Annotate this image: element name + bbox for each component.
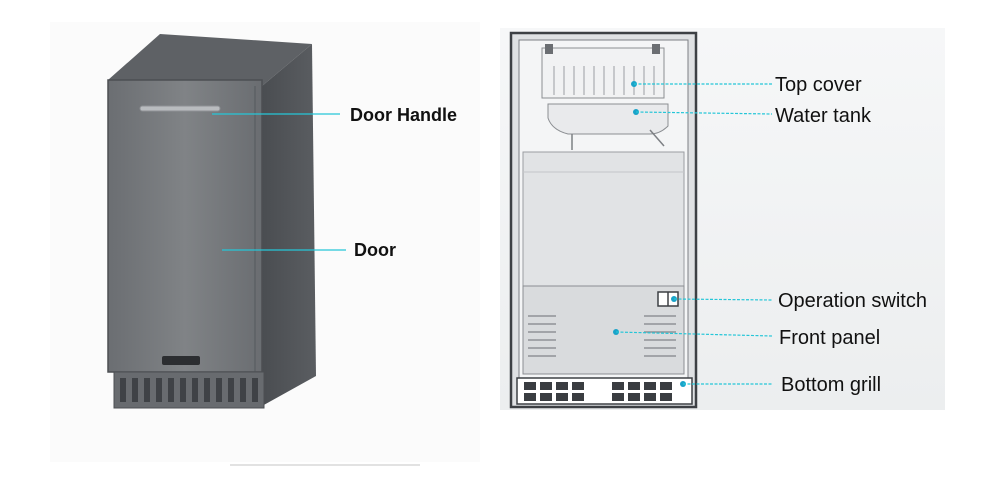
open-ice-maker-figure: Top cover Water tank Operation switch Fr… xyxy=(509,31,927,409)
logo-badge xyxy=(162,356,200,365)
water-tank-label: Water tank xyxy=(775,105,872,127)
operation-switch-leader xyxy=(673,298,773,301)
cabinet-side xyxy=(262,44,316,406)
closed-ice-maker-figure: Door Handle Door xyxy=(107,34,457,409)
water-tank-leader xyxy=(635,111,773,115)
water-tank xyxy=(547,103,669,135)
door-label: Door xyxy=(354,240,396,260)
front-panel-label: Front panel xyxy=(779,327,880,349)
cabinet-top xyxy=(108,34,312,86)
left-grill-slots xyxy=(120,378,258,402)
front-panel-leader xyxy=(615,331,773,337)
door-handle-label: Door Handle xyxy=(350,105,457,125)
left-bottom-grill xyxy=(113,371,265,409)
front-panel-vents-left xyxy=(528,315,556,357)
top-bracket-right xyxy=(652,44,660,54)
door-handle-bar xyxy=(139,105,221,112)
bottom-grill-label: Bottom grill xyxy=(781,374,881,396)
water-tank-arm xyxy=(649,129,665,147)
top-bracket-left xyxy=(545,44,553,54)
ice-bin xyxy=(522,151,685,287)
front-panel xyxy=(522,285,685,375)
right-grill-cells xyxy=(524,382,672,401)
evaporator-fins xyxy=(553,66,655,95)
door-panel xyxy=(107,79,263,373)
top-cover-label: Top cover xyxy=(775,74,862,96)
operation-switch-label: Operation switch xyxy=(778,290,927,312)
top-cover-unit xyxy=(541,47,665,99)
front-panel-vents-right xyxy=(644,315,676,357)
